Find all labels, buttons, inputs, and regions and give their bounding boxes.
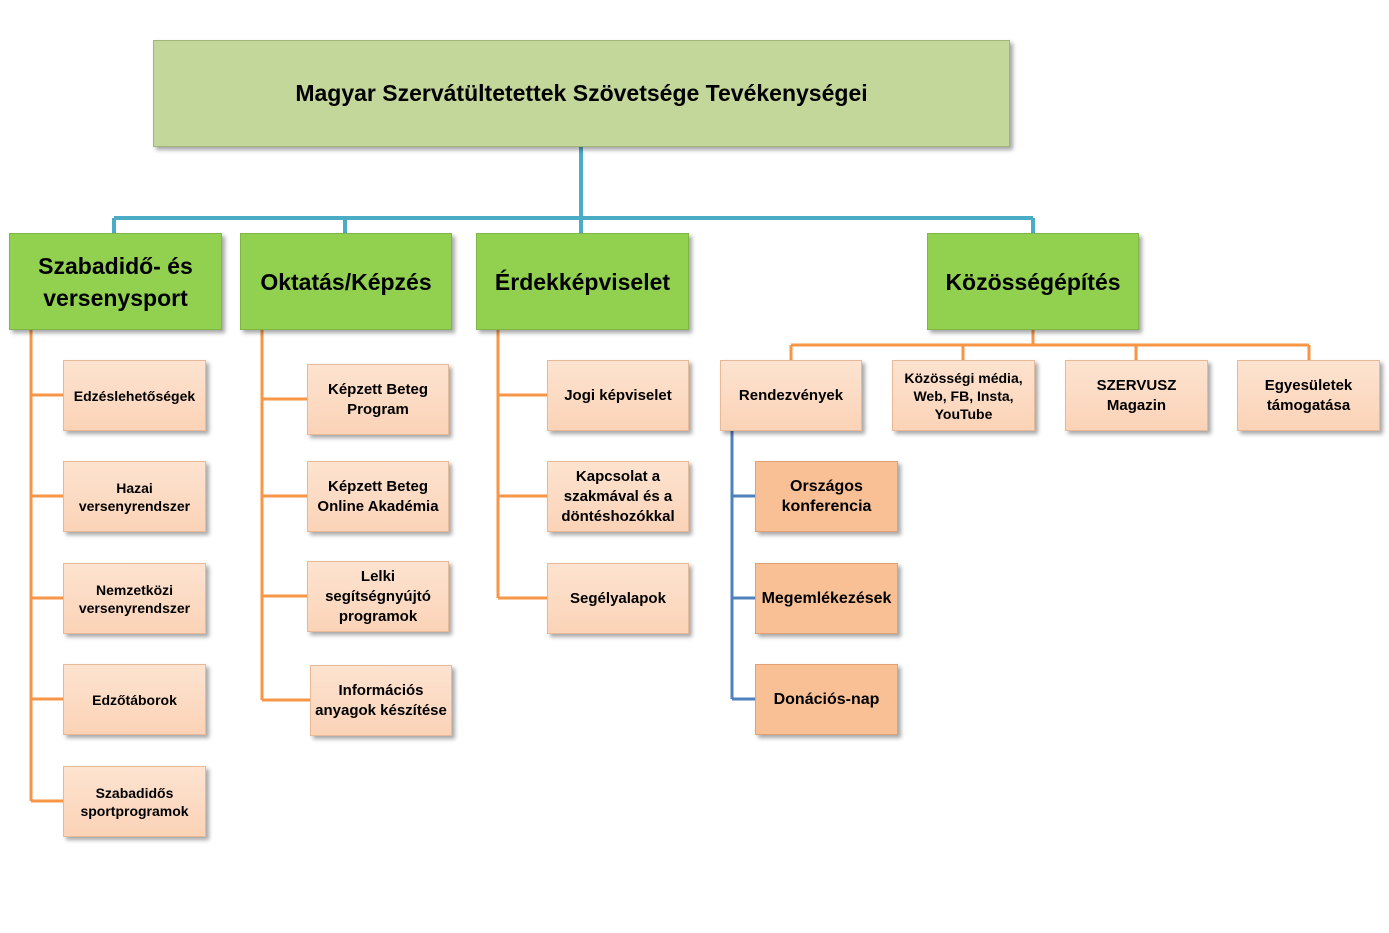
- leaf-label: Közösségi média, Web, FB, Insta, YouTube: [904, 369, 1023, 422]
- subleaf-label: Országos konferencia: [781, 477, 872, 515]
- leaf-rendezvenyek: Rendezvények: [720, 360, 862, 431]
- leaf-label: Információs anyagok készítése: [315, 681, 447, 719]
- category-label: Szabadidő- és versenysport: [38, 252, 193, 311]
- leaf-kapcsolat-a-szakmaval: Kapcsolat a szakmával és a döntéshozókka…: [547, 461, 689, 532]
- leaf-label: SZERVUSZ Magazin: [1096, 376, 1177, 414]
- leaf-egyesuletek-tamogatasa: Egyesületek támogatása: [1237, 360, 1380, 431]
- orange-connectors: [29, 330, 1311, 803]
- leaf-label: Edzőtáborok: [92, 691, 177, 708]
- root-title-box: Magyar Szervátültetettek Szövetsége Tevé…: [153, 40, 1010, 147]
- leaf-label: Nemzetközi versenyrendszer: [78, 581, 191, 616]
- leaf-edzeslehetosegek: Edzéslehetőségek: [63, 360, 206, 431]
- leaf-edzotaborok: Edzőtáborok: [63, 664, 206, 735]
- category-oktatas: Oktatás/Képzés: [240, 233, 452, 330]
- leaf-informacios-anyagok: Információs anyagok készítése: [310, 665, 452, 736]
- leaf-jogi-kepviselet: Jogi képviselet: [547, 360, 689, 431]
- leaf-hazai-versenyrendszer: Hazai versenyrendszer: [63, 461, 206, 532]
- subleaf-megemlekezesek: Megemlékezések: [755, 563, 898, 634]
- leaf-label: Lelki segítségnyújtó programok: [325, 567, 431, 625]
- leaf-szervusz-magazin: SZERVUSZ Magazin: [1065, 360, 1208, 431]
- category-label: Oktatás/Képzés: [260, 268, 432, 295]
- main-connectors: [112, 147, 1035, 233]
- leaf-segelyalapok: Segélyalapok: [547, 563, 689, 634]
- leaf-label: Hazai versenyrendszer: [78, 479, 191, 514]
- category-label: Érdekképviselet: [494, 268, 671, 295]
- leaf-szabadidos-sportprogramok: Szabadidős sportprogramok: [63, 766, 206, 837]
- leaf-label: Rendezvények: [738, 386, 844, 404]
- subleaf-donacios-nap: Donációs-nap: [755, 664, 898, 735]
- leaf-kozossegi-media: Közösségi média, Web, FB, Insta, YouTube: [892, 360, 1035, 431]
- subleaf-label: Megemlékezések: [761, 589, 892, 607]
- leaf-kepzett-beteg-program: Képzett Beteg Program: [307, 364, 449, 435]
- leaf-label: Képzett Beteg Online Akadémia: [317, 477, 439, 515]
- root-title: Magyar Szervátültetettek Szövetsége Tevé…: [295, 80, 868, 106]
- leaf-nemzetkozi-versenyrendszer: Nemzetközi versenyrendszer: [63, 563, 206, 634]
- leaf-label: Jogi képviselet: [564, 386, 672, 404]
- subleaf-label: Donációs-nap: [773, 690, 880, 708]
- category-kozossegepites: Közösségépítés: [927, 233, 1139, 330]
- category-erdekkepviselet: Érdekképviselet: [476, 233, 689, 330]
- category-szabadido: Szabadidő- és versenysport: [9, 233, 222, 330]
- leaf-kepzett-beteg-online-akademia: Képzett Beteg Online Akadémia: [307, 461, 449, 532]
- blue-connectors: [730, 431, 755, 701]
- leaf-label: Képzett Beteg Program: [327, 380, 428, 418]
- leaf-label: Szabadidős sportprogramok: [80, 784, 189, 819]
- leaf-label: Edzéslehetőségek: [73, 387, 196, 404]
- leaf-label: Segélyalapok: [570, 589, 666, 607]
- leaf-label: Egyesületek támogatása: [1264, 376, 1353, 414]
- subleaf-orszagos-konferencia: Országos konferencia: [755, 461, 898, 532]
- leaf-label: Kapcsolat a szakmával és a döntéshozókka…: [561, 467, 675, 525]
- leaf-lelki-segitsegnyujto: Lelki segítségnyújtó programok: [307, 561, 449, 632]
- category-label: Közösségépítés: [945, 268, 1121, 295]
